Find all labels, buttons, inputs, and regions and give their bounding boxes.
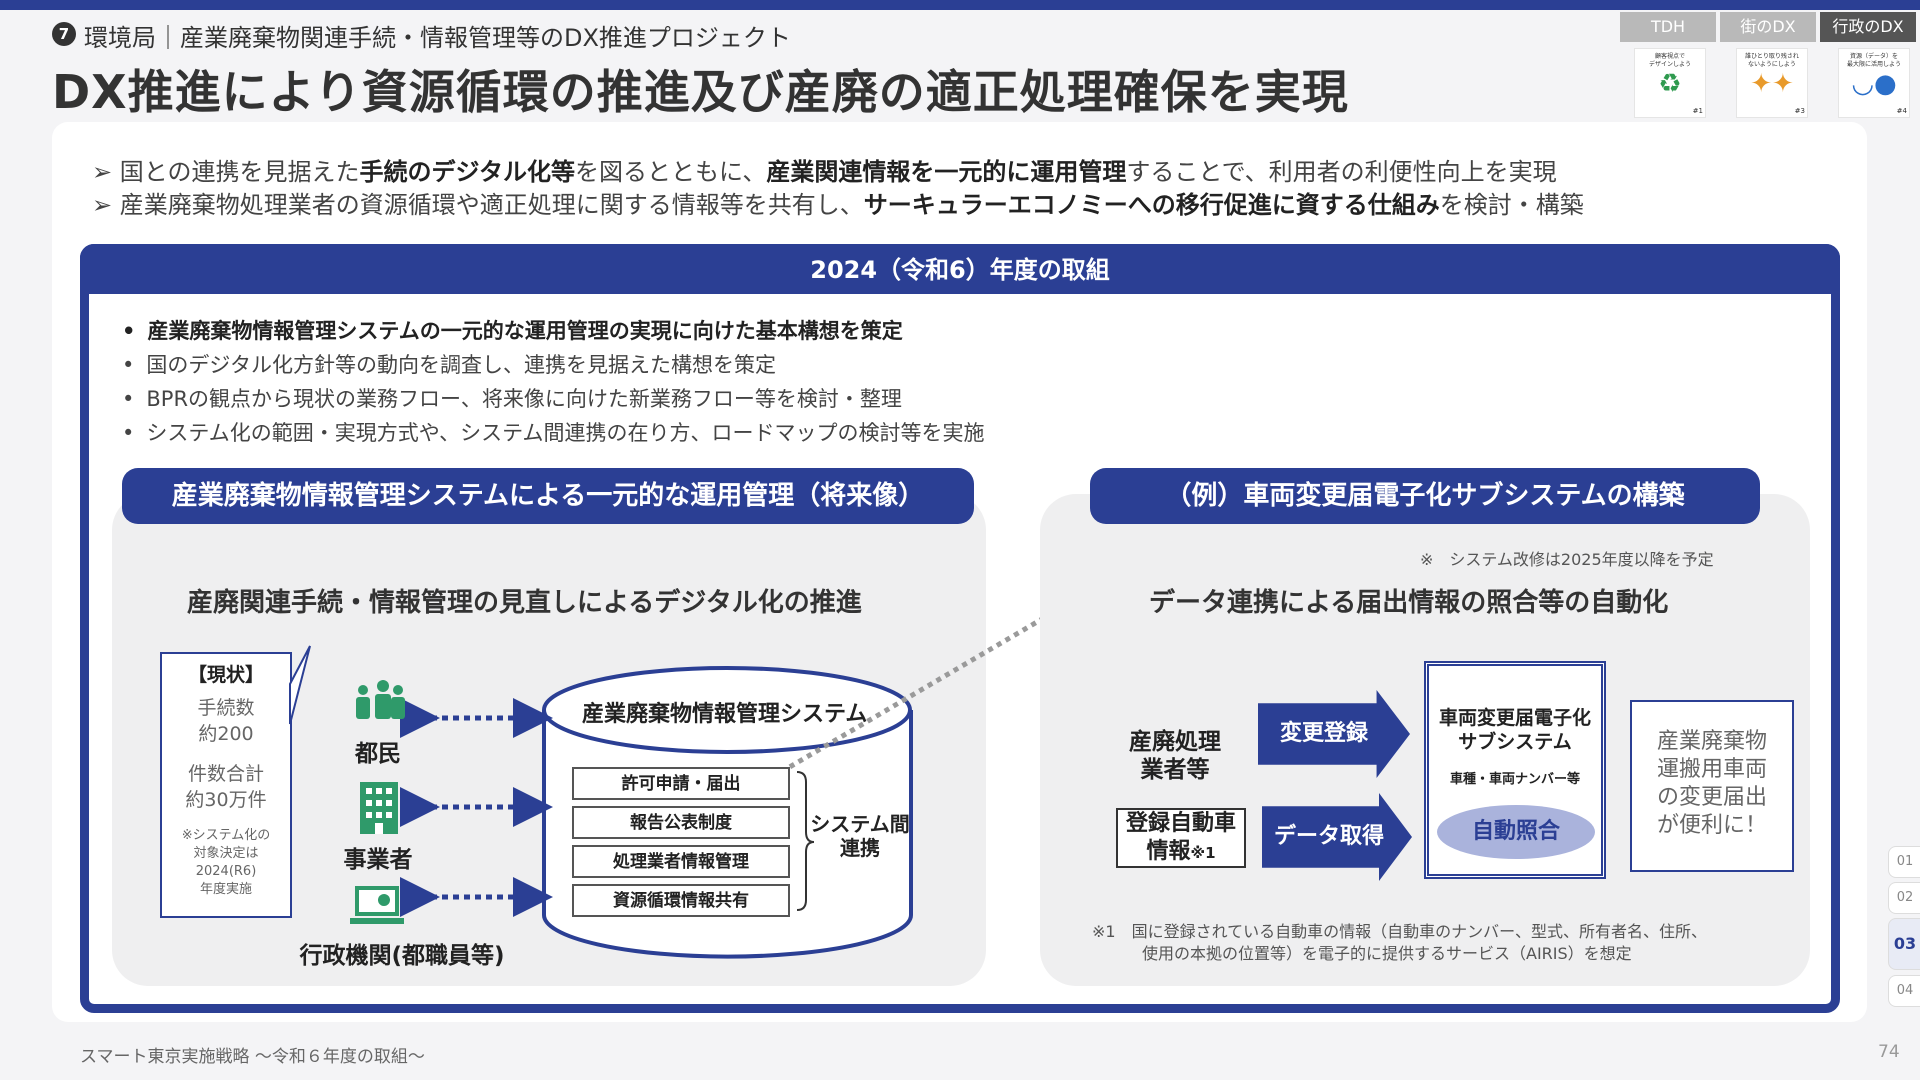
page-subtitle: 環境局｜産業廃棄物関連手続・情報管理等のDX推進プロジェクト <box>84 24 791 52</box>
status-note3: 2024(R6) <box>195 864 257 879</box>
bullet-item: システム化の範囲・実現方式や、システム間連携の在り方、ロードマップの検討等を実施 <box>122 417 984 447</box>
actor-operator-line1: 産廃処理 <box>1129 729 1221 755</box>
tab-city-dx-caption: 誰ひとり取り残され ないようにしよう <box>1745 53 1799 68</box>
actor-business: 事業者 <box>343 847 413 873</box>
category-tabs: TDH 街のDX 行政のDX <box>1620 12 1916 42</box>
lead-line-2: ➢ 産業廃棄物処理業者の資源循環や適正処理に関する情報等を共有し、サーキュラーエ… <box>92 185 1584 220</box>
arrow-bullet-icon: ➢ <box>92 191 120 219</box>
tab-admin-dx[interactable]: 行政のDX <box>1820 12 1916 42</box>
bullet-item: BPRの観点から現状の業務フロー、将来像に向けた新業務フロー等を検討・整理 <box>122 383 901 413</box>
sidenav-item-02[interactable]: 02 <box>1888 882 1920 914</box>
tab-city-dx[interactable]: 街のDX <box>1720 12 1816 42</box>
lead2-c: を検討・構築 <box>1439 191 1584 219</box>
subsystem-title-1: 車両変更届電子化 <box>1438 707 1591 729</box>
sidenav-item-03[interactable]: 03 <box>1888 918 1920 970</box>
project-number-badge: 7 <box>52 22 76 46</box>
system-link-label: システム間 連携 <box>808 812 912 860</box>
lead1-a: 国との連携を見据えた <box>119 158 360 186</box>
status-line4: 約30万件 <box>185 789 267 811</box>
future-title: 産廃関連手続・情報管理の見直しによるデジタル化の推進 <box>187 588 862 618</box>
lead1-d: 産業関連情報を一元的に運用管理 <box>766 158 1127 186</box>
database-label: 産業廃棄物情報管理システム <box>582 702 868 727</box>
system-link-label-1: システム間 <box>810 812 910 836</box>
reg-line2: 情報※1 <box>1118 838 1244 867</box>
tab-tdh-icon: 顧客視点で デザインしよう ♻ #1 <box>1634 48 1706 118</box>
citizen-icon <box>356 680 405 719</box>
subsystem-title: 車両変更届電子化 サブシステム <box>1429 706 1601 754</box>
tab-tdh[interactable]: TDH <box>1620 12 1716 42</box>
example-title: データ連携による届出情報の照合等の自動化 <box>1149 588 1669 618</box>
lead-line-1: ➢ 国との連携を見据えた手続のデジタル化等を図るとともに、産業関連情報を一元的に… <box>92 152 1557 187</box>
people-icon: ✦✦ <box>1750 69 1794 99</box>
actor-citizen: 都民 <box>355 741 401 767</box>
page-title: DX推進により資源循環の推進及び産廃の適正処理確保を実現 <box>52 65 1349 119</box>
recycle-icon: ♻ <box>1658 69 1682 99</box>
status-callout-tail <box>289 645 311 725</box>
reg-line1: 登録自動車 <box>1125 811 1236 836</box>
benefit-callout: 産業廃棄物 運搬用車両 の変更届出 が便利に！ <box>1630 700 1794 872</box>
data-icon: ◡● <box>1851 69 1897 99</box>
lead1-e: することで、利用者の利便性向上を実現 <box>1126 158 1557 186</box>
tab-city-dx-num: #3 <box>1794 107 1805 115</box>
status-note4: 年度実施 <box>199 882 252 897</box>
reg-footnote-mark: ※1 <box>1190 844 1216 862</box>
tab-admin-dx-icon: 資源（データ）を 最大限に活用しよう ◡● #4 <box>1838 48 1910 118</box>
schedule-note: ※ システム改修は2025年度以降を予定 <box>1420 550 1714 569</box>
callout-line: 運搬用車両 <box>1656 757 1767 782</box>
footnote-line1: ※1 国に登録されている自動車の情報（自動車のナンバー、型式、所有者名、住所、 <box>1092 922 1707 941</box>
page-number: 74 <box>1878 1042 1900 1062</box>
tab-admin-dx-num: #4 <box>1896 107 1907 115</box>
lead2-b: サーキュラーエコノミーへの移行促進に資する仕組み <box>863 191 1440 219</box>
status-line2: 約200 <box>198 723 254 745</box>
lead1-b: 手続のデジタル化等 <box>359 158 576 186</box>
tab-city-dx-icon: 誰ひとり取り残され ないようにしよう ✦✦ #3 <box>1736 48 1808 118</box>
footnote-line2: 使用の本拠の位置等）を電子的に提供するサービス（AIRIS）を想定 <box>1142 944 1632 963</box>
callout-line: の変更届出 <box>1656 785 1767 810</box>
lead2-a: 産業廃棄物処理業者の資源循環や適正処理に関する情報等を共有し、 <box>119 191 864 219</box>
example-pill: （例）車両変更届電子化サブシステムの構築 <box>1090 468 1760 524</box>
reg-line2-text: 情報 <box>1146 839 1191 864</box>
system-item: 報告公表制度 <box>572 806 790 839</box>
arrow-bullet-icon: ➢ <box>92 158 120 186</box>
change-registration-arrow: 変更登録 <box>1258 690 1410 778</box>
status-box: 【現状】 手続数 約200 件数合計 約30万件 ※システム化の 対象決定は 2… <box>160 652 292 918</box>
top-accent-bar <box>0 0 1920 10</box>
status-heading: 【現状】 <box>187 664 264 686</box>
future-pill: 産業廃棄物情報管理システムによる一元的な運用管理（将来像） <box>122 468 974 524</box>
lead1-c: を図るとともに、 <box>575 158 767 186</box>
status-line3: 件数合計 <box>187 763 264 785</box>
status-note2: 対象決定は <box>193 846 259 861</box>
actor-operator: 産廃処理 業者等 <box>1110 728 1240 784</box>
system-item: 資源循環情報共有 <box>572 884 790 917</box>
bullet-item: 産業廃棄物情報管理システムの一元的な運用管理の実現に向けた基本構想を策定 <box>122 315 902 345</box>
subsystem-title-2: サブシステム <box>1458 731 1572 753</box>
sidenav-item-04[interactable]: 04 <box>1888 975 1920 1007</box>
bullet-item: 国のデジタル化方針等の動向を調査し、連携を見据えた構想を策定 <box>122 349 776 379</box>
actor-operator-line2: 業者等 <box>1140 757 1210 783</box>
system-brace <box>796 771 815 911</box>
actor-administration: 行政機関(都職員等) <box>299 943 505 969</box>
tab-tdh-num: #1 <box>1692 107 1703 115</box>
admin-computer-icon <box>350 886 404 924</box>
status-note1: ※システム化の <box>181 828 271 843</box>
footer-text: スマート東京実施戦略 〜令和６年度の取組〜 <box>80 1047 425 1067</box>
building-icon <box>360 782 398 834</box>
system-item: 処理業者情報管理 <box>572 845 790 878</box>
auto-match-oval: 自動照合 <box>1437 805 1595 859</box>
system-item: 許可申請・届出 <box>572 767 790 800</box>
tab-admin-dx-caption: 資源（データ）を 最大限に活用しよう <box>1846 53 1901 68</box>
sidenav-item-01[interactable]: 01 <box>1888 846 1920 878</box>
subsystem-keys: 車種・車両ナンバー等 <box>1449 772 1580 787</box>
registered-vehicle-info: 登録自動車 情報※1 <box>1116 808 1246 868</box>
data-acquisition-arrow: データ取得 <box>1262 793 1412 881</box>
callout-line: 産業廃棄物 <box>1656 729 1767 754</box>
system-link-label-2: 連携 <box>840 836 880 860</box>
callout-line: が便利に！ <box>1656 813 1767 838</box>
initiatives-heading: 2024（令和6）年度の取組 <box>80 244 1840 294</box>
status-line1: 手続数 <box>197 697 255 719</box>
tab-tdh-caption: 顧客視点で デザインしよう <box>1648 53 1691 68</box>
